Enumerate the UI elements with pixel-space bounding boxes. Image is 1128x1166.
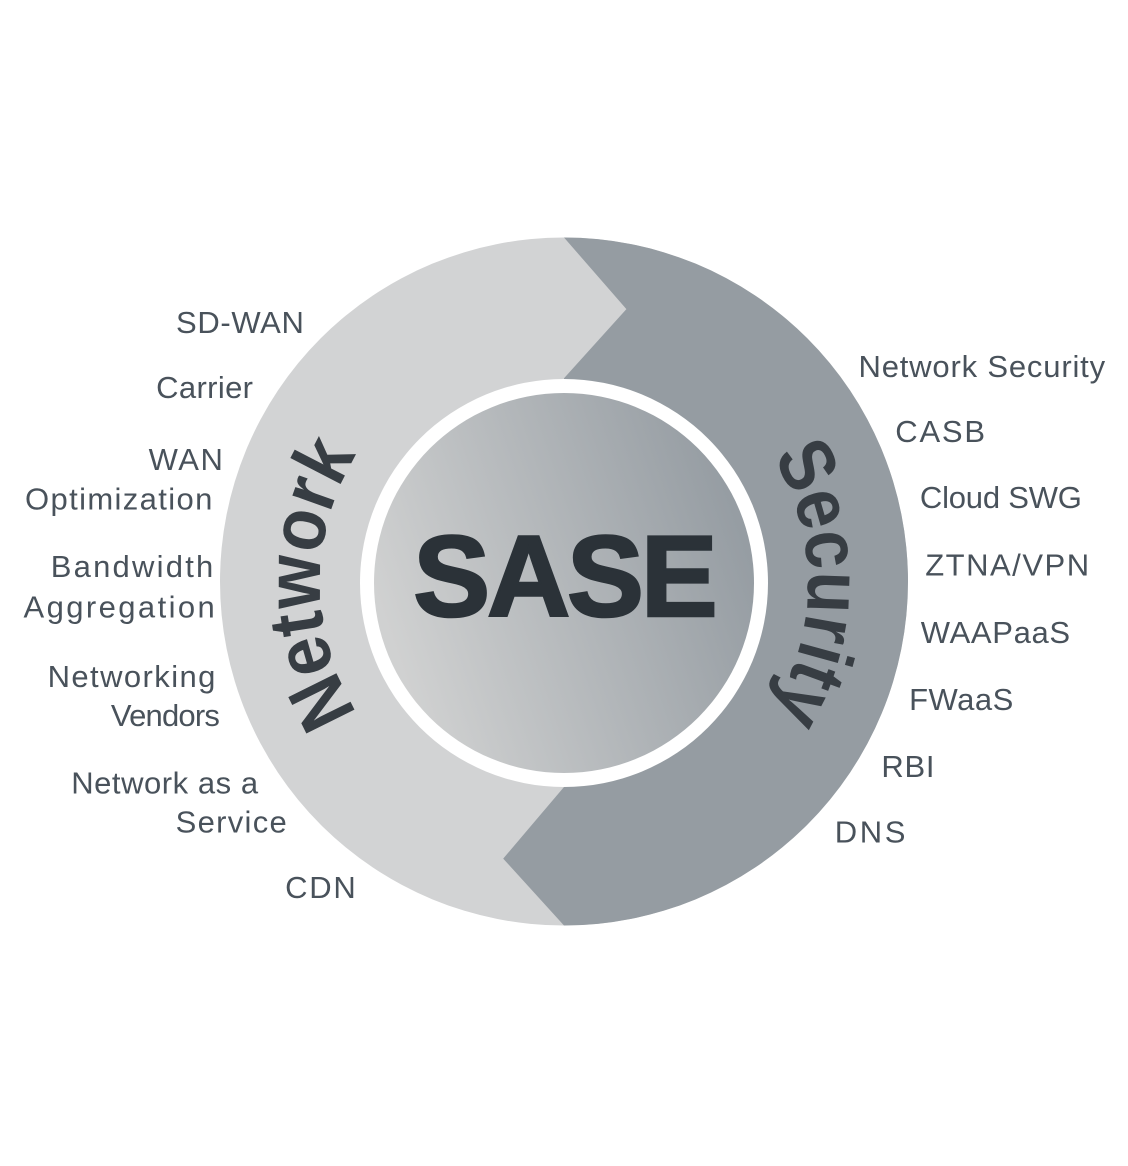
svg-text:CDN: CDN [285, 870, 356, 905]
svg-text:SD-WAN: SD-WAN [176, 305, 304, 340]
svg-text:Service: Service [176, 804, 287, 839]
svg-text:ZTNA/VPN: ZTNA/VPN [925, 548, 1089, 583]
svg-text:Bandwidth: Bandwidth [51, 549, 214, 584]
svg-text:SASE: SASE [413, 513, 714, 641]
svg-text:WAAPaaS: WAAPaaS [921, 615, 1070, 650]
svg-text:Optimization: Optimization [25, 481, 212, 516]
svg-text:Carrier: Carrier [156, 370, 253, 405]
svg-text:Aggregation: Aggregation [24, 590, 215, 625]
svg-text:CASB: CASB [895, 414, 985, 449]
svg-text:Network as a: Network as a [71, 766, 259, 801]
svg-text:DNS: DNS [835, 815, 906, 850]
svg-text:Vendors: Vendors [111, 698, 220, 733]
svg-text:RBI: RBI [881, 749, 934, 784]
svg-text:Cloud SWG: Cloud SWG [920, 480, 1082, 515]
svg-text:Networking: Networking [48, 659, 216, 694]
svg-text:WAN: WAN [149, 442, 223, 477]
svg-text:FWaaS: FWaaS [909, 682, 1013, 717]
svg-text:Network Security: Network Security [859, 349, 1106, 384]
